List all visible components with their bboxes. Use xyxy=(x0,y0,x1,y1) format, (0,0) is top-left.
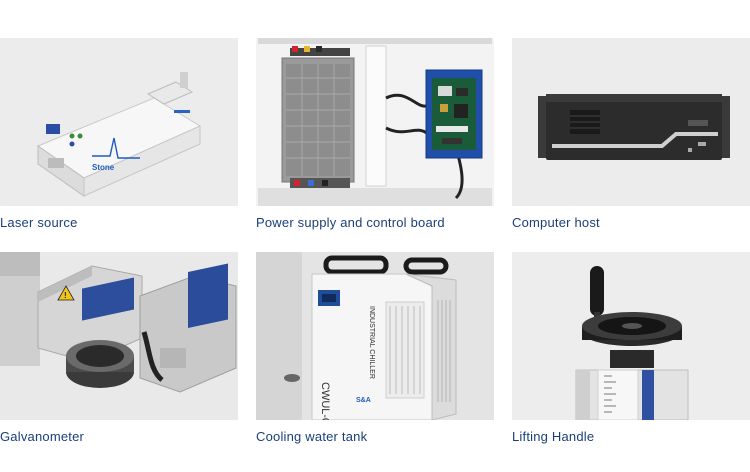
caption-galvanometer: Galvanometer xyxy=(0,429,85,444)
laser-source-image: Stone xyxy=(0,38,238,206)
caption-power-supply: Power supply and control board xyxy=(256,215,445,230)
chiller-brand-label: S&A xyxy=(356,397,371,404)
component-card-cooling-water-tank: INDUSTRIAL CHILLER CWUL-05 S&A Cooling w… xyxy=(256,252,494,444)
chiller-model-label: CWUL-05 xyxy=(319,382,331,420)
caption-laser-source: Laser source xyxy=(0,215,78,230)
component-card-laser-source: Stone Laser source xyxy=(0,38,238,230)
galvanometer-image: ! xyxy=(0,252,238,420)
component-card-galvanometer: ! Galvanometer xyxy=(0,252,238,444)
component-card-power-supply: Power supply and control board xyxy=(256,38,494,230)
caption-lifting-handle: Lifting Handle xyxy=(512,429,595,444)
chiller-image: INDUSTRIAL CHILLER CWUL-05 S&A xyxy=(256,252,494,420)
caption-computer-host: Computer host xyxy=(512,215,600,230)
caption-cooling-water-tank: Cooling water tank xyxy=(256,429,368,444)
lifting-handle-image xyxy=(512,252,750,420)
computer-host-image xyxy=(512,38,750,206)
component-card-computer-host: Computer host xyxy=(512,38,750,230)
component-card-lifting-handle: Lifting Handle xyxy=(512,252,750,444)
power-supply-board-image xyxy=(256,38,494,206)
laser-brand-label: Stone xyxy=(92,163,115,172)
chiller-vertical-label: INDUSTRIAL CHILLER xyxy=(368,306,375,379)
svg-text:!: ! xyxy=(64,291,67,300)
